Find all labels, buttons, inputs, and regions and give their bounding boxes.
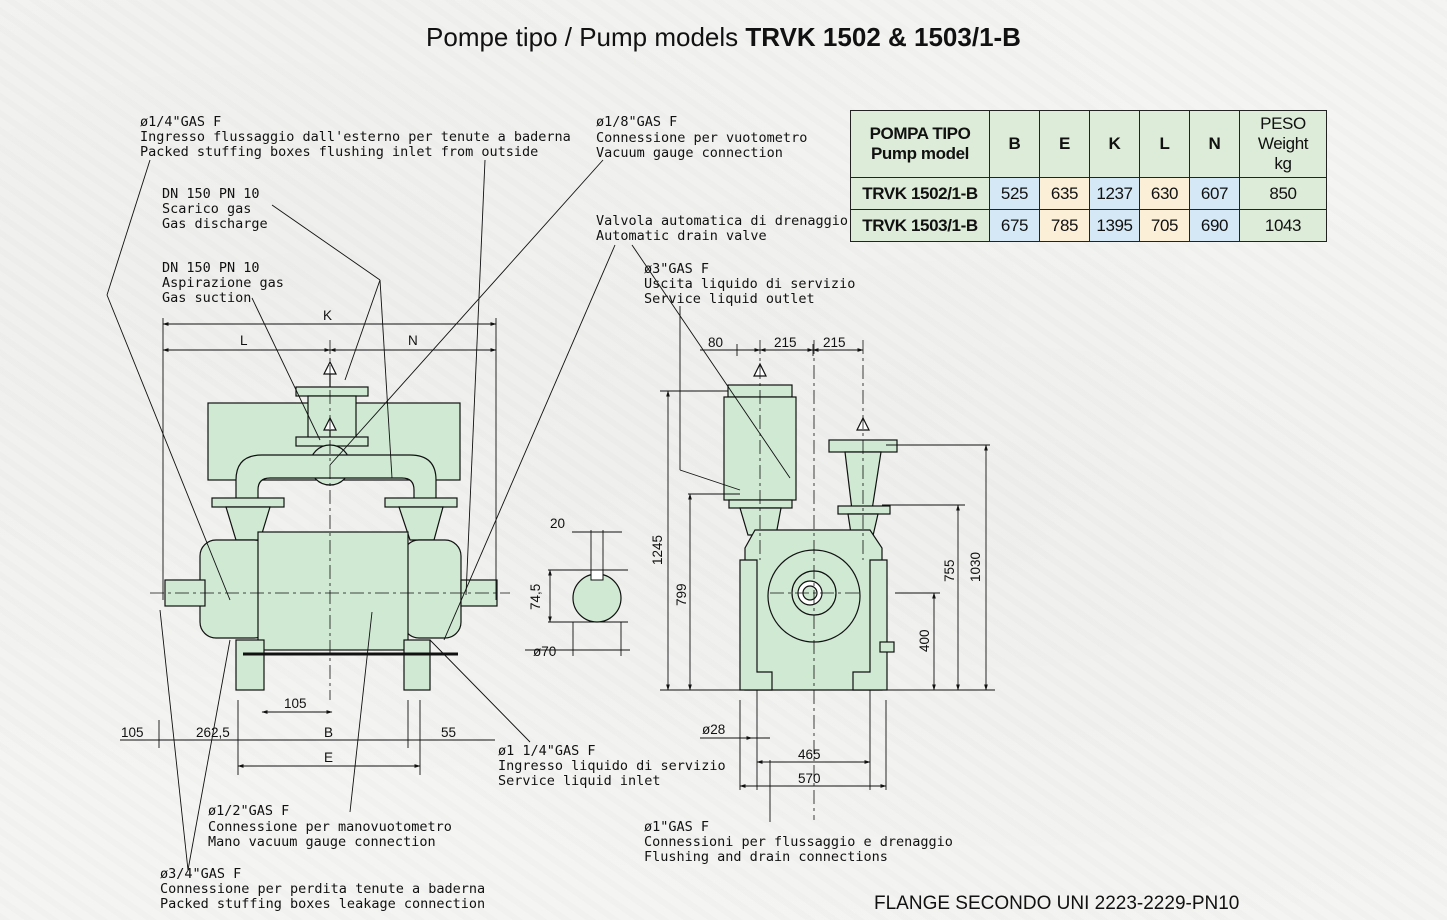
cell-b: 675	[989, 209, 1040, 242]
flush-inlet-size: ø1/4"GAS F	[140, 114, 221, 130]
dim-745-label: 74,5	[528, 584, 543, 610]
dim-70-label: ø70	[533, 644, 556, 659]
header-b: B	[989, 110, 1040, 178]
dim-20-label: 20	[550, 516, 565, 531]
dim-755-label: 755	[942, 559, 957, 582]
dim-l-label: L	[240, 333, 248, 348]
leakage-en: Packed stuffing boxes leakage connection	[160, 896, 485, 912]
drain-valve-en: Automatic drain valve	[596, 228, 767, 244]
side-view-dim-labels: K L N 105 105 262,5 B 55 E	[121, 308, 456, 765]
table-row: TRVK 1503/1-B 675 785 1395 705 690 1043	[850, 209, 1327, 242]
dim-1030-label: 1030	[968, 552, 983, 582]
flush-inlet-it: Ingresso flussaggio dall'esterno per ten…	[140, 129, 571, 145]
header-n: N	[1189, 110, 1240, 178]
table-row: TRVK 1502/1-B 525 635 1237 630 607 850	[850, 177, 1327, 210]
liquid-outlet-size: ø3"GAS F	[644, 261, 709, 277]
drain-valve-it: Valvola automatica di drenaggio	[596, 213, 848, 229]
gas-discharge-it: Scarico gas	[162, 201, 251, 217]
liquid-inlet-en: Service liquid inlet	[498, 773, 661, 789]
cell-weight: 1043	[1239, 209, 1327, 242]
gas-suction-it: Aspirazione gas	[162, 275, 284, 291]
dim-80-label: 80	[708, 335, 723, 350]
header-e: E	[1039, 110, 1090, 178]
side-view-dimensions	[120, 318, 497, 775]
liquid-inlet-it: Ingresso liquido di servizio	[498, 758, 726, 774]
cell-e: 635	[1039, 177, 1090, 210]
cell-l: 705	[1139, 209, 1190, 242]
vacuum-gauge-it: Connessione per vuotometro	[596, 130, 807, 146]
mano-gauge-it: Connessione per manovuotometro	[208, 819, 452, 835]
cell-n: 607	[1189, 177, 1240, 210]
dim-55-label: 55	[441, 725, 456, 740]
dim-400-label: 400	[917, 629, 932, 652]
cell-b: 525	[989, 177, 1040, 210]
gas-suction-size: DN 150 PN 10	[162, 260, 260, 276]
leakage-size: ø3/4"GAS F	[160, 866, 241, 882]
header-l: L	[1139, 110, 1190, 178]
cell-n: 690	[1189, 209, 1240, 242]
dim-b-label: B	[324, 725, 333, 740]
leader-lines	[106, 159, 616, 871]
cell-model: TRVK 1503/1-B	[850, 209, 990, 242]
dim-465-label: 465	[798, 747, 821, 762]
cell-l: 630	[1139, 177, 1190, 210]
dim-105b-label: 105	[121, 725, 144, 740]
mano-gauge-en: Mano vacuum gauge connection	[208, 834, 436, 850]
header-k: K	[1089, 110, 1140, 178]
dim-105-label: 105	[284, 696, 307, 711]
liquid-outlet-en: Service liquid outlet	[644, 291, 815, 307]
centerlines	[150, 340, 510, 700]
flush-inlet-en: Packed stuffing boxes flushing inlet fro…	[140, 144, 538, 160]
dim-28-label: ø28	[702, 722, 725, 737]
gas-discharge-en: Gas discharge	[162, 216, 268, 232]
dim-570-label: 570	[798, 771, 821, 786]
dim-k-label: K	[323, 308, 332, 323]
flange-standard-note: FLANGE SECONDO UNI 2223-2229-PN10	[874, 893, 1240, 914]
end-view-centerlines	[759, 340, 864, 820]
flush-drain-it: Connessioni per flussaggio e drenaggio	[644, 834, 953, 850]
gas-discharge-size: DN 150 PN 10	[162, 186, 260, 202]
leakage-it: Connessione per perdita tenute a baderna	[160, 881, 485, 897]
cell-weight: 850	[1239, 177, 1327, 210]
liquid-inlet-size: ø1 1/4"GAS F	[498, 743, 596, 759]
cell-k: 1237	[1089, 177, 1140, 210]
vacuum-gauge-size: ø1/8"GAS F	[596, 114, 677, 130]
dim-n-label: N	[408, 333, 418, 348]
cell-e: 785	[1039, 209, 1090, 242]
flush-drain-en: Flushing and drain connections	[644, 849, 888, 865]
mano-gauge-size: ø1/2"GAS F	[208, 803, 289, 819]
cell-model: TRVK 1502/1-B	[850, 177, 990, 210]
dim-215b-label: 215	[823, 335, 846, 350]
dim-799-label: 799	[674, 583, 689, 606]
vacuum-gauge-en: Vacuum gauge connection	[596, 145, 783, 161]
end-view-pump	[723, 384, 898, 691]
gas-suction-en: Gas suction	[162, 290, 251, 306]
liquid-outlet-it: Uscita liquido di servizio	[644, 276, 855, 292]
callout-labels: ø1/4"GAS F Ingresso flussaggio dall'este…	[140, 114, 953, 912]
end-view-dimensions	[631, 244, 995, 822]
page-title: Pompe tipo / Pump models TRVK 1502 & 150…	[426, 22, 1021, 52]
dim-215a-label: 215	[774, 335, 797, 350]
dim-e-label: E	[324, 750, 333, 765]
end-view-dim-labels: 80 215 215 1245 799 755 1030 400 ø28 465…	[650, 335, 983, 786]
dim-1245-label: 1245	[650, 535, 665, 565]
shaft-section-detail: 20 74,5 ø70	[525, 516, 630, 659]
flush-drain-size: ø1"GAS F	[644, 819, 709, 835]
side-view-pump	[164, 386, 498, 691]
cell-k: 1395	[1089, 209, 1140, 242]
